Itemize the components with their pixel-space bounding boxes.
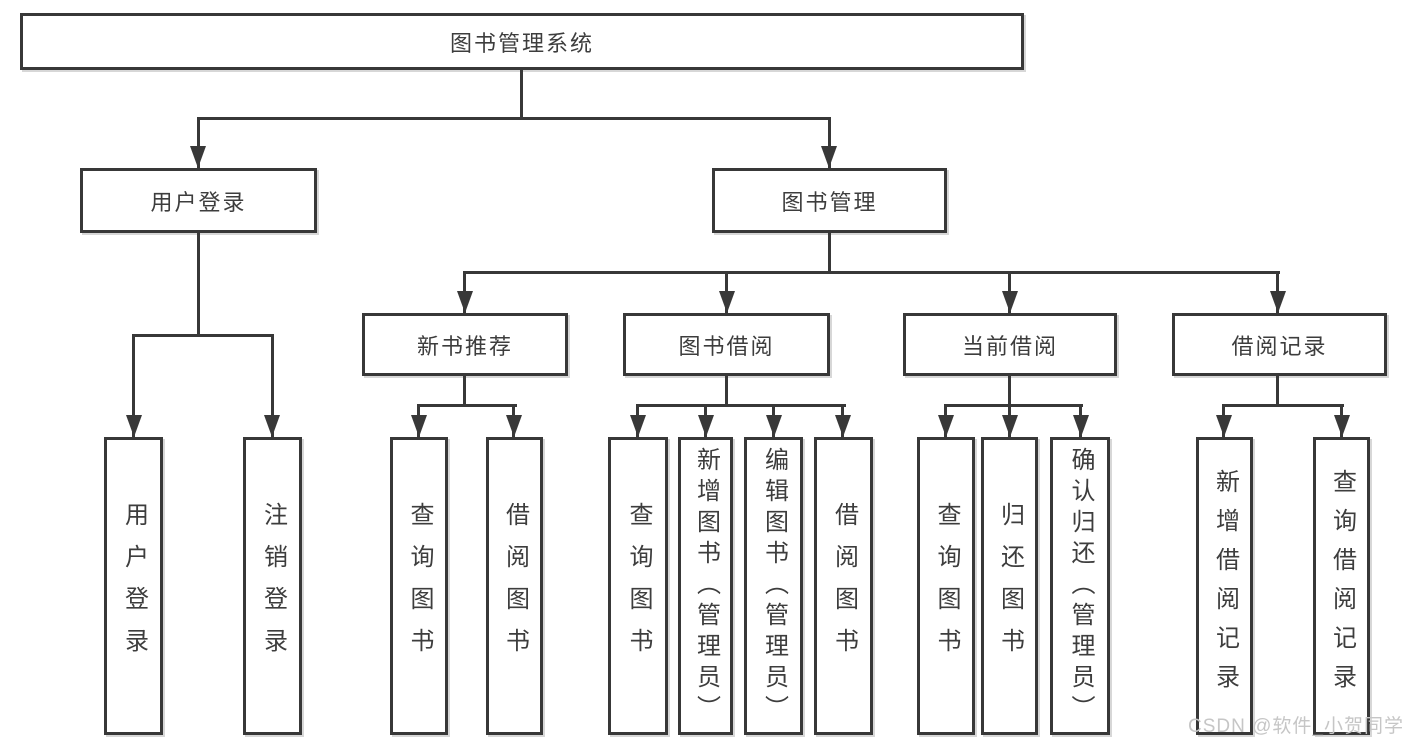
leaf-query-book-borrow-label: 查询图书 <box>625 502 652 670</box>
connector-line <box>1008 376 1011 407</box>
node-book-borrow: 图书借阅 <box>623 313 830 376</box>
arrow-down-icon <box>719 291 735 313</box>
arrow-down-icon <box>126 415 142 437</box>
arrow-down-icon <box>1002 415 1018 437</box>
node-borrow-records: 借阅记录 <box>1172 313 1387 376</box>
node-new-book-recommend-label: 新书推荐 <box>416 333 513 359</box>
arrow-down-icon <box>821 146 837 168</box>
connector-line <box>463 376 466 407</box>
leaf-query-book-current-label: 查询图书 <box>933 502 960 670</box>
leaf-edit-book-admin: 编辑图书（管理员） <box>744 437 803 735</box>
leaf-query-book-recommend: 查询图书 <box>390 437 448 735</box>
node-new-book-recommend: 新书推荐 <box>362 313 568 376</box>
leaf-query-borrow-record-label: 查询借阅记录 <box>1328 469 1356 703</box>
node-borrow-records-label: 借阅记录 <box>1231 333 1328 359</box>
leaf-query-book-current: 查询图书 <box>917 437 975 735</box>
arrow-down-icon <box>1073 415 1089 437</box>
leaf-return-book: 归还图书 <box>981 437 1038 735</box>
leaf-borrow-book-recommend-label: 借阅图书 <box>501 502 529 670</box>
connector-line <box>271 334 274 437</box>
arrow-down-icon <box>264 415 280 437</box>
node-root-label: 图书管理系统 <box>449 30 594 56</box>
arrow-down-icon <box>506 415 522 437</box>
leaf-borrow-book: 借阅图书 <box>814 437 873 735</box>
leaf-query-borrow-record: 查询借阅记录 <box>1313 437 1370 735</box>
connector-line <box>1276 376 1279 407</box>
arrow-down-icon <box>766 415 782 437</box>
leaf-user-login: 用户登录 <box>104 437 163 735</box>
node-book-management: 图书管理 <box>712 168 947 233</box>
connector-line <box>828 117 831 168</box>
arrow-down-icon <box>835 415 851 437</box>
leaf-add-book-admin-label: 新增图书（管理员） <box>692 446 720 726</box>
leaf-logout-login: 注销登录 <box>243 437 302 735</box>
leaf-query-book-borrow: 查询图书 <box>608 437 668 735</box>
arrow-down-icon <box>1270 291 1286 313</box>
connector-line <box>944 404 1083 407</box>
connector-line <box>197 233 200 337</box>
connector-line <box>828 233 831 274</box>
watermark: CSDN @软件_小贺同学 <box>1188 716 1404 737</box>
node-current-borrow: 当前借阅 <box>903 313 1117 376</box>
leaf-add-borrow-record: 新增借阅记录 <box>1196 437 1253 735</box>
connector-line <box>1222 404 1344 407</box>
leaf-query-book-recommend-label: 查询图书 <box>406 502 433 670</box>
connector-line <box>197 117 831 120</box>
leaf-confirm-return-admin: 确认归还（管理员） <box>1050 437 1110 735</box>
leaf-logout-login-label: 注销登录 <box>259 502 287 670</box>
leaf-borrow-book-recommend: 借阅图书 <box>486 437 543 735</box>
connector-line <box>417 404 517 407</box>
arrow-down-icon <box>457 291 473 313</box>
arrow-down-icon <box>190 146 206 168</box>
leaf-edit-book-admin-label: 编辑图书（管理员） <box>760 446 788 726</box>
leaf-return-book-label: 归还图书 <box>996 502 1024 670</box>
connector-line <box>725 376 728 407</box>
arrow-down-icon <box>411 415 427 437</box>
node-user-login-label: 用户登录 <box>150 189 247 215</box>
node-user-login: 用户登录 <box>80 168 317 233</box>
connector-line <box>132 334 135 437</box>
leaf-add-borrow-record-label: 新增借阅记录 <box>1211 469 1239 703</box>
leaf-add-book-admin: 新增图书（管理员） <box>678 437 733 735</box>
leaf-confirm-return-admin-label: 确认归还（管理员） <box>1067 446 1094 726</box>
node-current-borrow-label: 当前借阅 <box>961 333 1058 359</box>
connector-line <box>636 404 846 407</box>
node-book-borrow-label: 图书借阅 <box>678 333 775 359</box>
arrow-down-icon <box>1002 291 1018 313</box>
connector-line <box>197 117 200 168</box>
leaf-user-login-label: 用户登录 <box>120 502 148 670</box>
arrow-down-icon <box>698 415 714 437</box>
arrow-down-icon <box>1216 415 1232 437</box>
node-root: 图书管理系统 <box>20 13 1024 70</box>
connector-line <box>132 334 274 337</box>
connector-line <box>520 69 523 120</box>
node-book-management-label: 图书管理 <box>781 189 878 215</box>
arrow-down-icon <box>1334 415 1350 437</box>
arrow-down-icon <box>938 415 954 437</box>
arrow-down-icon <box>630 415 646 437</box>
leaf-borrow-book-label: 借阅图书 <box>830 502 858 670</box>
connector-line <box>463 271 1280 274</box>
